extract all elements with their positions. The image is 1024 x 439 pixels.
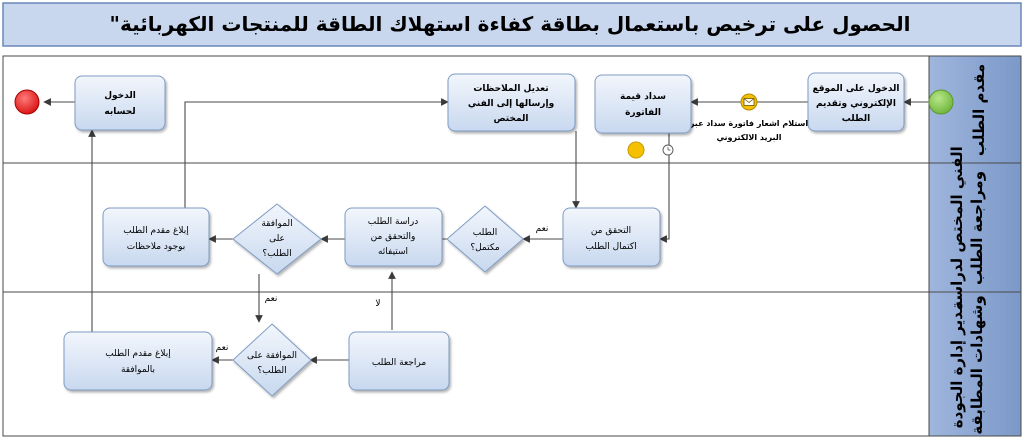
task-check-complete[interactable]: التحقق من اكتمال الطلب	[562, 207, 661, 267]
flow-label-yes: نعم	[536, 224, 549, 234]
task-label: استيفائه	[378, 247, 408, 257]
lane-label-technician-line2: ومراجعة الطلب	[968, 171, 986, 285]
lane-label-manager: مدير إدارة الجودة وشهادات المطابقة	[948, 295, 986, 434]
flow-label-yes: نعم	[265, 294, 278, 304]
message-label-line1: استلام اشعار فاتورة سداد عبر	[689, 119, 809, 128]
gateway-label: الطلب؟	[257, 366, 286, 376]
task-study-request[interactable]: دراسة الطلب والتحقق من استيفائه	[344, 207, 443, 267]
task-review-request[interactable]: مراجعة الطلب	[348, 331, 450, 391]
lane-label-manager-line1: مدير إدارة الجودة	[948, 302, 966, 428]
gateway-label: الطلب؟	[262, 249, 291, 259]
task-label: مراجعة الطلب	[372, 358, 427, 368]
gateway-label: الموافقة	[261, 219, 292, 229]
task-label: وإرسالها إلى الفني	[468, 99, 554, 109]
lane-label-applicant: مقدم الطلب	[970, 64, 988, 156]
lane-header-column	[928, 55, 1022, 437]
task-label: والتحقق من	[371, 232, 416, 242]
lane-label-manager-line2: وشهادات المطابقة	[968, 295, 986, 434]
timer-event	[627, 141, 645, 159]
flow-notify-to-edit	[184, 98, 449, 208]
end-event	[14, 89, 40, 115]
task-label: الفاتورة	[625, 108, 661, 118]
lane-label-technician-line1: الفني المختص لدراسة	[948, 146, 966, 309]
task-label: اكتمال الطلب	[585, 242, 636, 252]
gateway-label: على	[269, 234, 285, 244]
gateway-label: الطلب	[473, 228, 497, 238]
flow-label-yes: نعم	[216, 343, 229, 353]
task-label: المختص	[494, 114, 529, 124]
gateway-approve-manager[interactable]: الموافقة على الطلب؟	[232, 323, 312, 397]
gateway-approve-technician[interactable]: الموافقة على الطلب؟	[232, 203, 322, 275]
lane-label-technician: الفني المختص لدراسة ومراجعة الطلب	[948, 146, 986, 309]
task-label: الطلب	[842, 114, 870, 124]
task-notify-approval[interactable]: إبلاغ مقدم الطلب بالموافقة	[63, 331, 213, 391]
task-label: إبلاغ مقدم الطلب	[105, 349, 171, 359]
page-title: الحصول على ترخيص باستعمال بطاقة كفاءة اس…	[110, 12, 911, 36]
task-label: إبلاغ مقدم الطلب	[123, 226, 189, 236]
task-label: سداد قيمة	[620, 92, 666, 102]
message-label-line2: البريد الالكتروني	[716, 133, 781, 142]
task-edit-notes[interactable]: تعديل الملاحظات وإرسالها إلى الفني المخت…	[447, 73, 576, 132]
gateway-request-complete[interactable]: الطلب مكتمل؟	[446, 205, 524, 273]
task-label: الدخول	[104, 91, 136, 101]
task-login-submit[interactable]: الدخول على الموقع الإلكتروني وتقديم الطل…	[807, 72, 905, 132]
title-bar: الحصول على ترخيص باستعمال بطاقة كفاءة اس…	[2, 2, 1022, 47]
flow-pay-to-check	[659, 133, 670, 243]
task-label: الدخول على الموقع	[813, 84, 900, 94]
task-label: بوجود ملاحظات	[127, 242, 186, 252]
task-label: التحقق من	[591, 226, 631, 236]
clock-icon	[662, 144, 674, 156]
email-message-event	[740, 93, 758, 111]
task-login-account[interactable]: الدخول لحسابه	[74, 75, 166, 131]
task-label: الإلكتروني وتقديم	[816, 99, 896, 109]
gateway-label: الموافقة على	[247, 351, 297, 361]
task-label: تعديل الملاحظات	[473, 84, 548, 94]
flow-label-no: لا	[375, 299, 380, 309]
task-label: لحسابه	[104, 107, 135, 117]
start-event	[928, 89, 954, 115]
task-notify-notes[interactable]: إبلاغ مقدم الطلب بوجود ملاحظات	[102, 207, 210, 267]
task-label: دراسة الطلب	[368, 217, 419, 227]
task-label: بالموافقة	[121, 365, 155, 375]
task-pay-invoice[interactable]: سداد قيمة الفاتورة	[594, 74, 692, 134]
gateway-label: مكتمل؟	[470, 243, 499, 253]
